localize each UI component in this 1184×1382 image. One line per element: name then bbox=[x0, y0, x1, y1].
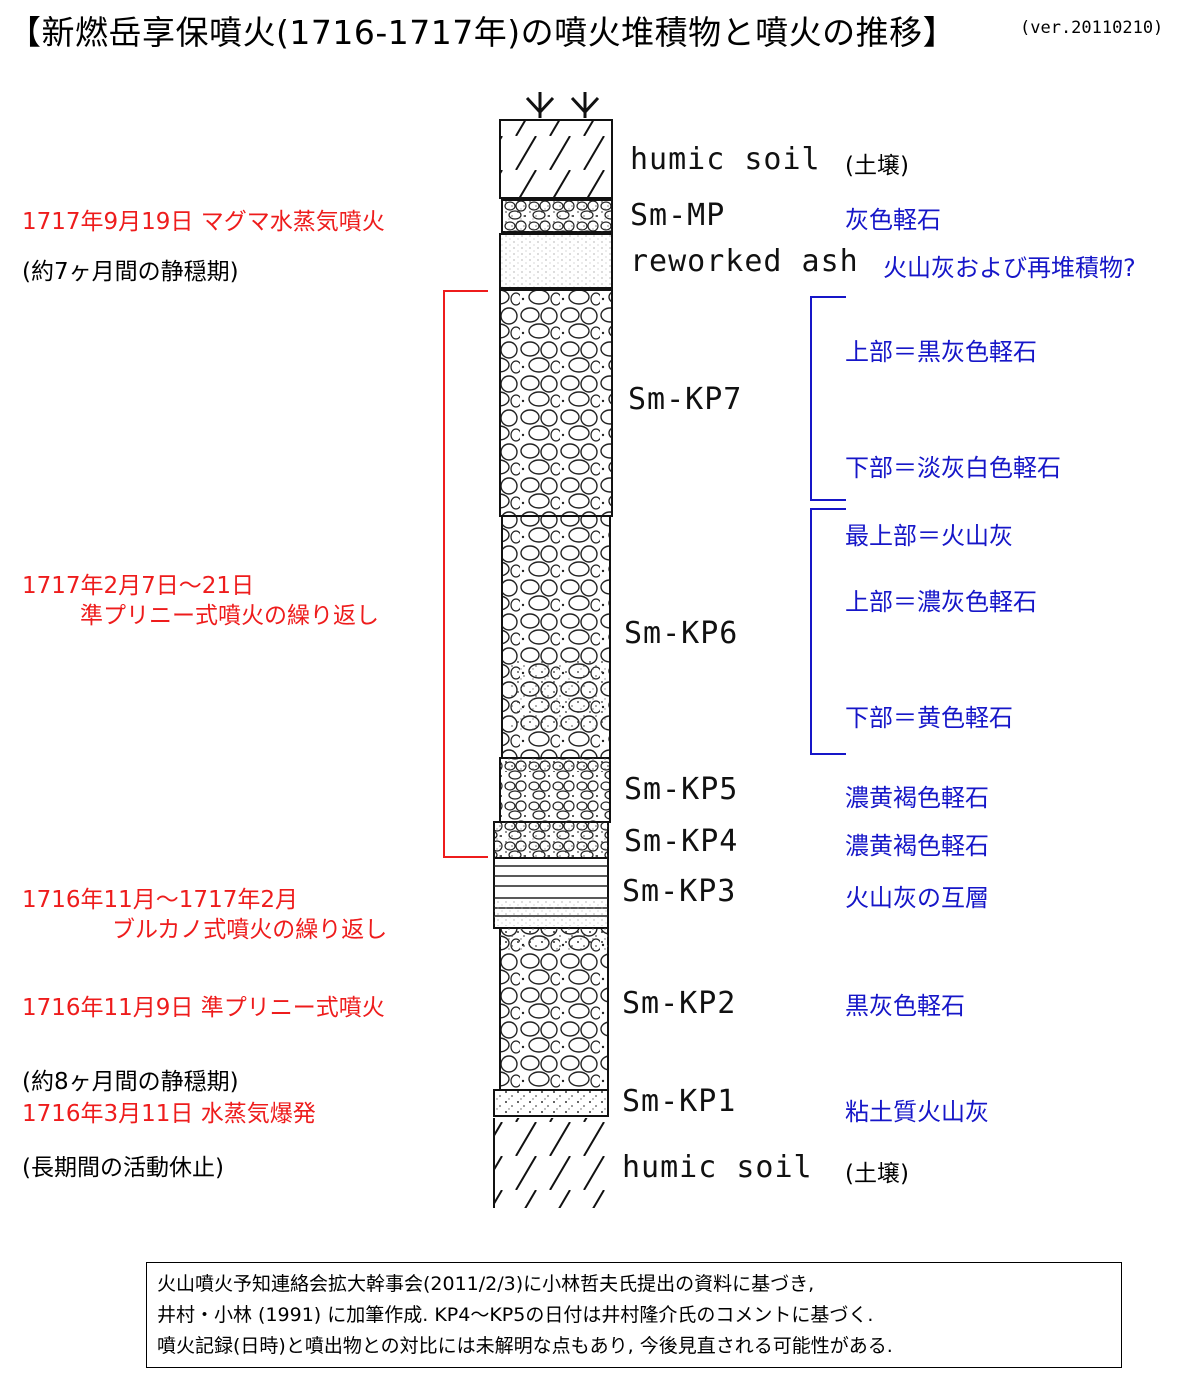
kp6-note-upper: 上部＝濃灰色軽石 bbox=[845, 588, 1037, 616]
quiet-period-7-months: (約7ヶ月間の静穏期) bbox=[22, 259, 239, 285]
layer-desc-humic-bottom: (土壌) bbox=[845, 1161, 909, 1187]
source-note-box: 火山噴火予知連絡会拡大幹事会(2011/2/3)に小林哲夫氏提出の資料に基づき,… bbox=[146, 1262, 1122, 1368]
layer-label-kp5: Sm-KP5 bbox=[624, 772, 739, 807]
event-bracket-kp4-kp7 bbox=[443, 290, 488, 858]
layer-label-kp1: Sm-KP1 bbox=[622, 1084, 737, 1119]
source-note-line: 井村・小林 (1991) に加筆作成. KP4～KP5の日付は井村隆介氏のコメン… bbox=[157, 1304, 874, 1326]
quiet-period-8-months: (約8ヶ月間の静穏期) bbox=[22, 1069, 239, 1095]
source-note-line: 噴火記録(日時)と噴出物との対比には未解明な点もあり, 今後見直される可能性があ… bbox=[157, 1335, 893, 1357]
event-mp: 1717年9月19日 マグマ水蒸気噴火 bbox=[22, 209, 385, 235]
layer-label-kp7: Sm-KP7 bbox=[628, 382, 743, 417]
page-title: 【新燃岳享保噴火(1716-1717年)の噴火堆積物と噴火の推移】 bbox=[8, 13, 957, 52]
layer-desc-kp4: 濃黄褐色軽石 bbox=[845, 832, 989, 860]
layer-desc-kp1: 粘土質火山灰 bbox=[845, 1098, 989, 1126]
surface-arrows bbox=[525, 92, 600, 118]
layer-desc-kp2: 黒灰色軽石 bbox=[845, 992, 965, 1020]
quiet-period-long: (長期間の活動休止) bbox=[22, 1155, 224, 1181]
layer-desc-humic-top: (土壌) bbox=[845, 153, 909, 179]
kp6-note-top: 最上部＝火山灰 bbox=[845, 522, 1013, 550]
layer-desc-mp: 灰色軽石 bbox=[845, 206, 941, 234]
kp6-note-lower: 下部＝黄色軽石 bbox=[845, 704, 1013, 732]
layer-label-kp4: Sm-KP4 bbox=[624, 824, 739, 859]
version-label: (ver.20110210) bbox=[1020, 18, 1164, 38]
kp7-note-lower: 下部＝淡灰白色軽石 bbox=[845, 454, 1061, 482]
event-kp4-kp7-desc: 準プリニー式噴火の繰り返し bbox=[80, 603, 379, 629]
event-kp2: 1716年11月9日 準プリニー式噴火 bbox=[22, 995, 385, 1021]
layer-desc-reworked: 火山灰および再堆積物? bbox=[883, 254, 1136, 282]
kp7-note-upper: 上部＝黒灰色軽石 bbox=[845, 338, 1037, 366]
event-kp3-date: 1716年11月～1717年2月 bbox=[22, 887, 298, 913]
layer-label-kp6: Sm-KP6 bbox=[624, 616, 739, 651]
note-bracket-kp7 bbox=[810, 296, 846, 501]
layer-label-kp2: Sm-KP2 bbox=[622, 986, 737, 1021]
layer-label-kp3: Sm-KP3 bbox=[622, 874, 737, 909]
layer-label-humic-top: humic soil bbox=[630, 142, 821, 177]
layer-label-humic-bottom: humic soil bbox=[622, 1150, 813, 1185]
note-bracket-kp6 bbox=[810, 508, 846, 755]
source-note-line: 火山噴火予知連絡会拡大幹事会(2011/2/3)に小林哲夫氏提出の資料に基づき, bbox=[157, 1273, 815, 1295]
event-kp4-kp7-date: 1717年2月7日～21日 bbox=[22, 573, 255, 599]
layer-desc-kp5: 濃黄褐色軽石 bbox=[845, 784, 989, 812]
layer-label-reworked: reworked ash bbox=[630, 244, 859, 279]
layer-label-mp: Sm-MP bbox=[630, 198, 726, 233]
event-kp3-desc: ブルカノ式噴火の繰り返し bbox=[112, 917, 388, 943]
event-kp1: 1716年3月11日 水蒸気爆発 bbox=[22, 1101, 316, 1127]
layer-desc-kp3: 火山灰の互層 bbox=[845, 884, 989, 912]
